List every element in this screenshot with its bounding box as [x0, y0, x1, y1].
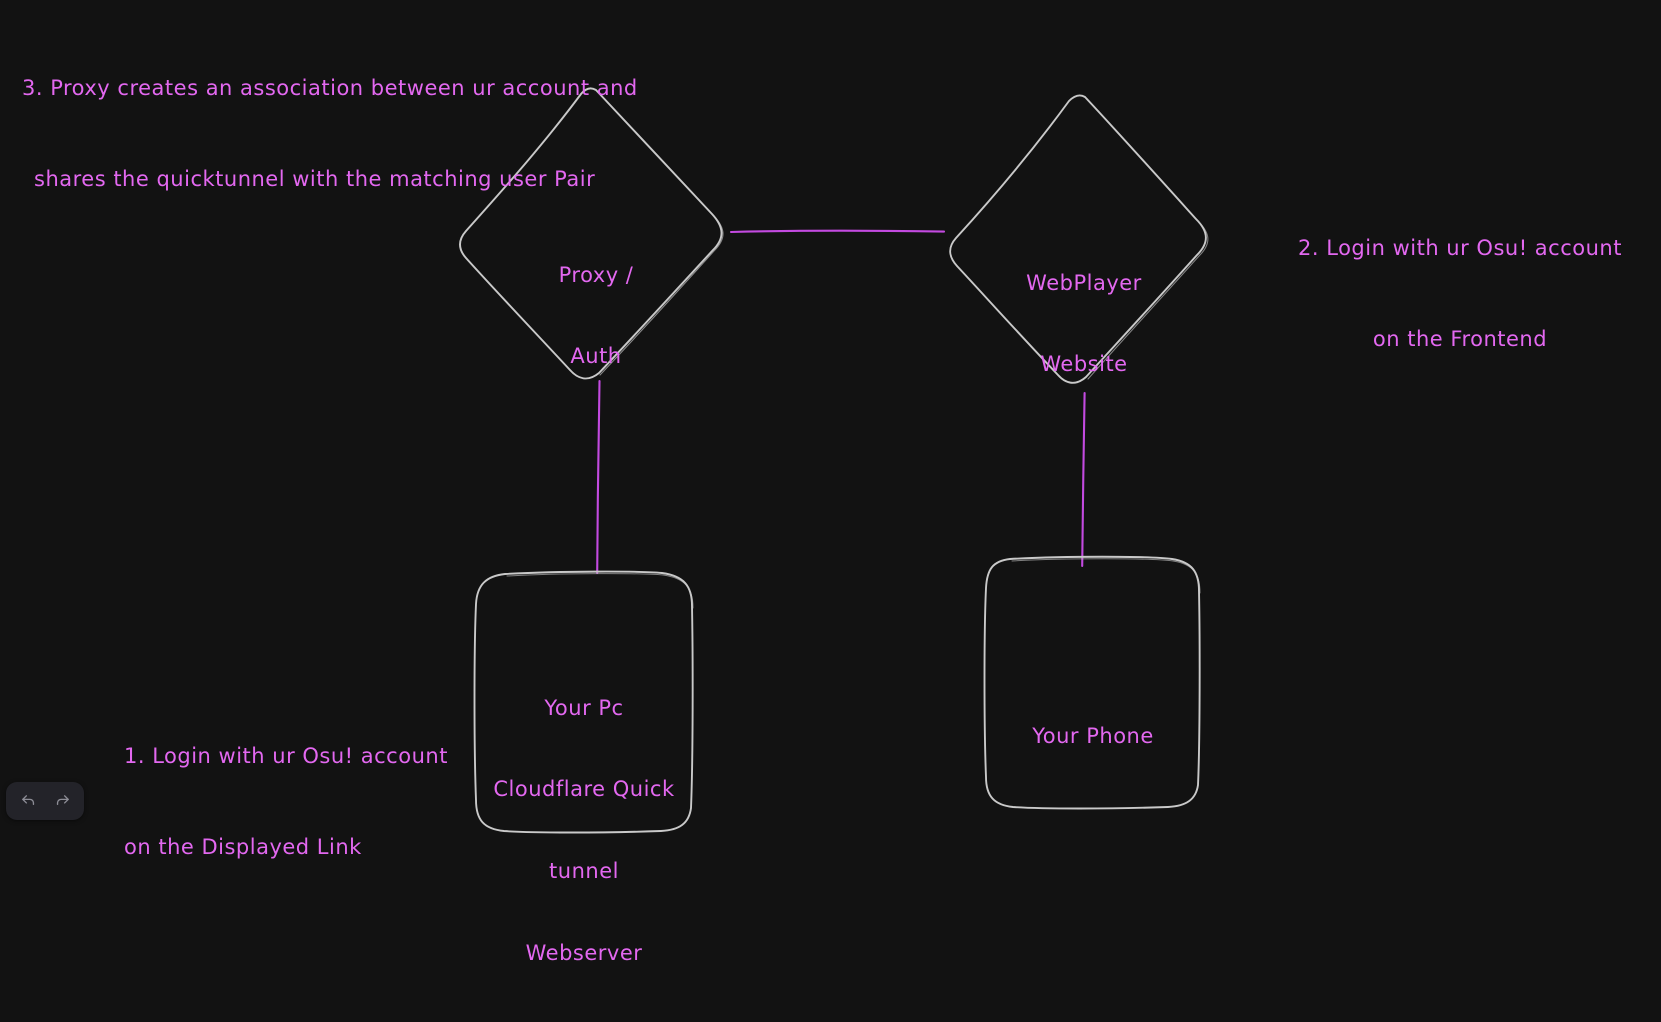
annotation-line: 1. Login with ur Osu! account: [124, 743, 448, 768]
connector-proxy-to-webplayer[interactable]: [729, 229, 946, 234]
annotation-line: on the Frontend: [1372, 327, 1548, 352]
node-label-line: Webserver: [525, 941, 643, 966]
annotation-line: shares the quicktunnel with the matching…: [34, 167, 596, 192]
node-label-line: tunnel: [549, 859, 619, 884]
shape-layer: [459, 87, 1209, 834]
undo-arrow-icon: [20, 793, 37, 810]
node-label-line: Cloudflare Quick: [493, 777, 675, 802]
annotation-step-2: 2. Login with ur Osu! account on the Fro…: [1290, 172, 1630, 416]
shape-proxy-auth[interactable]: [459, 87, 724, 380]
shape-webplayer-website[interactable]: [949, 94, 1209, 384]
node-label-line: Auth: [570, 344, 622, 369]
annotation-step-1: 1. Login with ur Osu! account on the Dis…: [124, 680, 464, 924]
annotation-line: 3. Proxy creates an association between …: [22, 75, 638, 100]
node-label-proxy-auth: Proxy / Auth: [478, 207, 714, 425]
connector-proxy-to-your-pc[interactable]: [596, 379, 601, 575]
annotation-line: 2. Login with ur Osu! account: [1298, 235, 1622, 260]
connector-layer: webplayer website --> your pc --> your p…: [596, 229, 1086, 575]
node-label-webplayer-website: WebPlayer Website: [966, 215, 1202, 433]
node-label-line: Your Phone: [1032, 723, 1154, 748]
node-label-your-phone: Your Phone: [985, 668, 1201, 804]
undo-button[interactable]: [12, 787, 44, 815]
node-label-line: Proxy /: [558, 262, 634, 287]
node-label-line: WebPlayer: [1026, 270, 1142, 295]
shape-your-phone[interactable]: [983, 555, 1201, 810]
node-label-your-pc: Your Pc Cloudflare Quick tunnel Webserve…: [476, 640, 692, 1022]
annotation-step-3: 3. Proxy creates an association between …: [22, 12, 682, 256]
annotation-line: on the Displayed Link: [124, 835, 362, 860]
drawing-canvas[interactable]: webplayer website --> your pc --> your p…: [0, 0, 1661, 965]
redo-button[interactable]: [46, 787, 78, 815]
node-label-line: Your Pc: [544, 695, 624, 720]
history-toolbar: [6, 782, 84, 820]
node-label-line: Website: [1040, 352, 1128, 377]
connector-webplayer-to-your-phone[interactable]: [1081, 391, 1086, 568]
redo-arrow-icon: [54, 793, 71, 810]
